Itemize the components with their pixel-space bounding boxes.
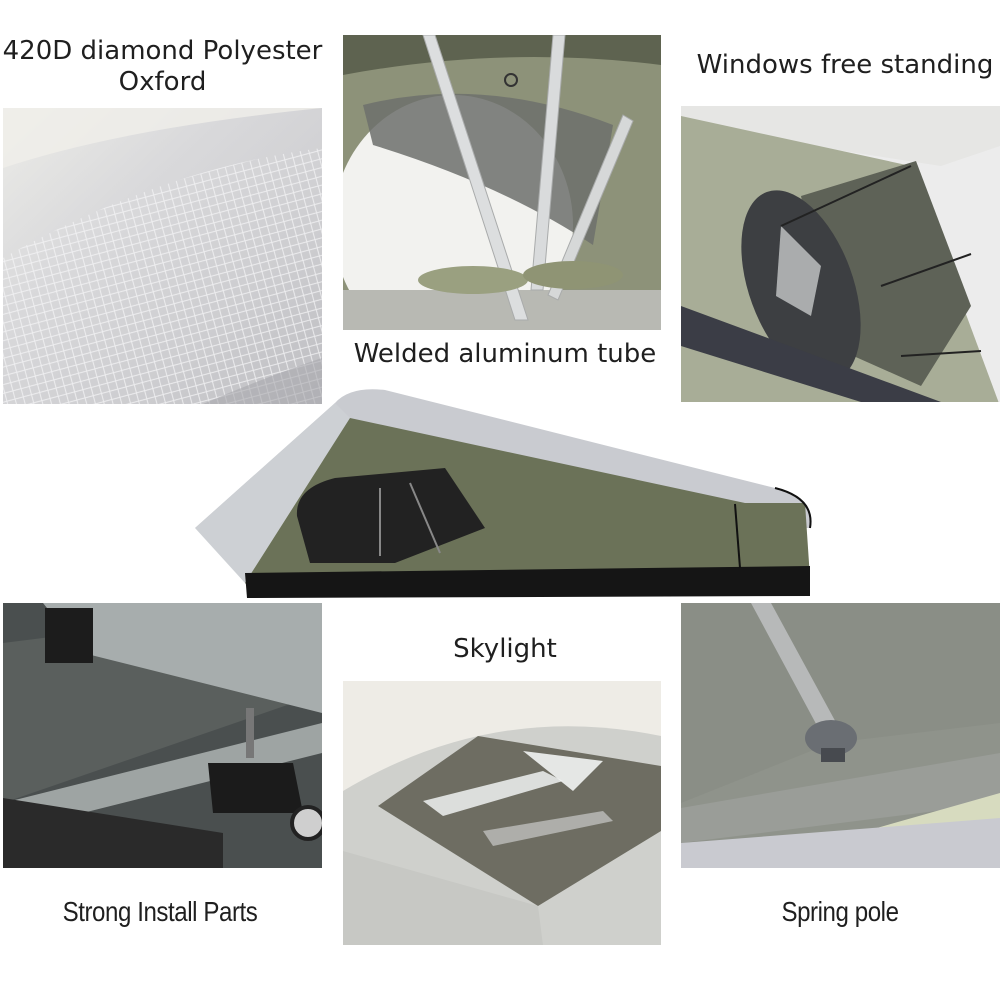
fabric-photo	[3, 108, 322, 404]
tent-interior-image	[343, 35, 661, 330]
label-install-parts: Strong Install Parts	[62, 896, 258, 927]
aluminum-tube-photo	[343, 35, 661, 330]
skylight-window-image	[343, 681, 661, 945]
label-fabric-line2: Oxford	[118, 67, 207, 98]
rooftop-tent-image	[195, 389, 812, 598]
windows-photo	[681, 106, 1000, 402]
install-parts-photo	[3, 603, 322, 868]
label-fabric-line1: 420D diamond Polyester	[2, 36, 323, 66]
skylight-photo	[343, 681, 661, 945]
label-skylight: Skylight	[453, 634, 557, 664]
label-aluminum-tube: Welded aluminum tube	[353, 339, 657, 369]
hero-tent-photo	[185, 378, 817, 598]
spring-pole-photo	[681, 603, 1000, 868]
spring-pole-image	[681, 603, 1000, 868]
fabric-texture-image	[3, 108, 322, 404]
tent-window-image	[681, 106, 1000, 402]
mounting-hardware-image	[3, 603, 322, 868]
label-windows: Windows free standing	[696, 50, 994, 80]
label-fabric: 420D diamond Polyester Oxford	[0, 36, 325, 98]
label-spring-pole: Spring pole	[781, 896, 899, 927]
